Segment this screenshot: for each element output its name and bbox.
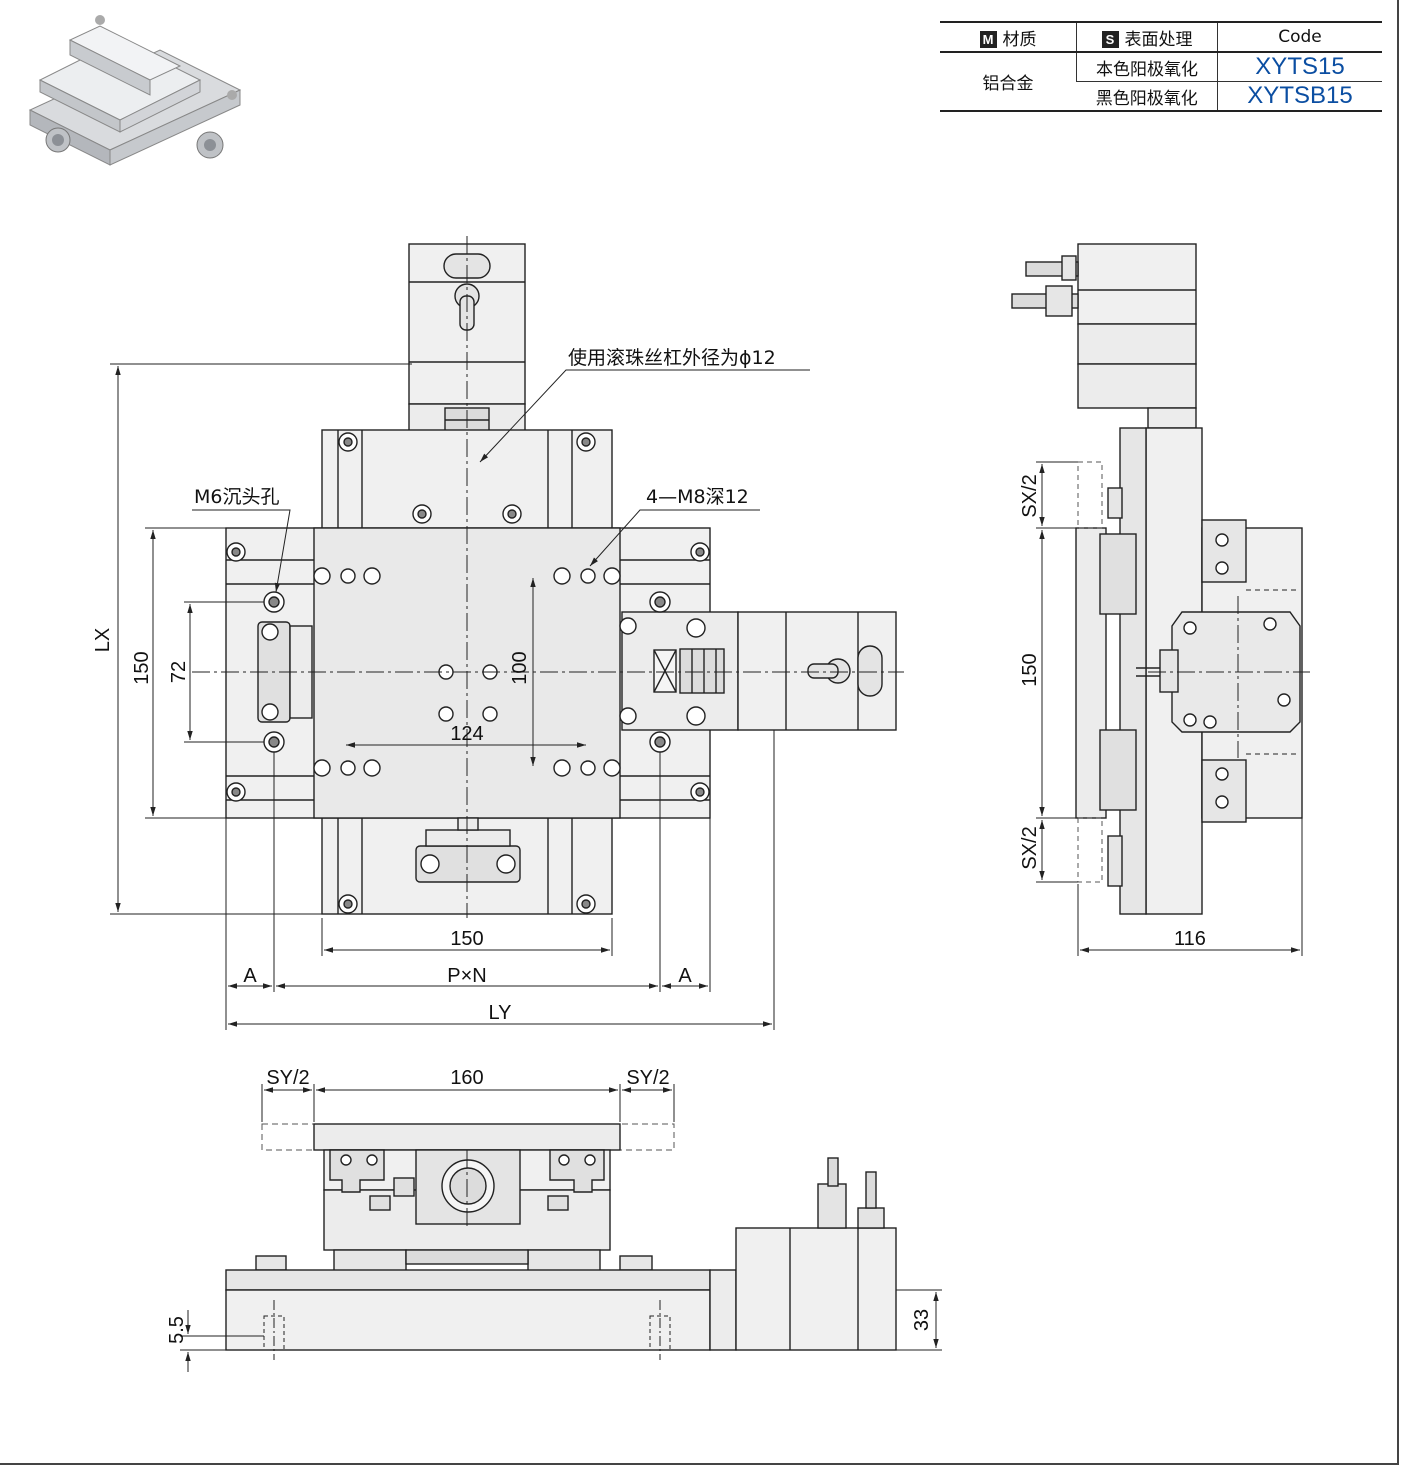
top-view-labels: 使用滚珠丝杠外径为ϕ12 M6沉头孔 4—M8深12 LX 150 72 100… (92, 347, 776, 1024)
header-material-label: 材质 (1002, 29, 1037, 50)
top-view (192, 236, 904, 918)
height-33-dimension: 33 (911, 1309, 933, 1331)
surface-badge-icon: S (1101, 30, 1119, 48)
header-finish: S 表面处理 (1076, 22, 1218, 52)
height-100-dimension: 100 (509, 651, 531, 684)
side-view (1011, 243, 1310, 915)
front-view-labels: SY/2 160 SY/2 5.5 33 (166, 1067, 933, 1344)
code-cell: XYTSB15 (1217, 81, 1382, 111)
spec-row: 黑色阳极氧化 XYTSB15 (940, 81, 1382, 111)
a-left-dimension: A (243, 965, 257, 987)
side-view-dimensions (1036, 461, 1303, 956)
spec-table: M 材质 S 表面处理 Code 铝合金 本色阳极氧化 XYTS15 黑色阳极氧化 … (940, 21, 1382, 112)
header-code: Code (1217, 22, 1382, 52)
ball-screw-callout: 使用滚珠丝杠外径为ϕ12 (568, 347, 776, 369)
header-material: M 材质 (940, 22, 1077, 52)
height-5-5-dimension: 5.5 (166, 1316, 188, 1344)
material-badge-icon: M (979, 30, 997, 48)
side-view-labels: SX/2 150 SX/2 116 (1019, 474, 1206, 950)
product-photo (28, 15, 242, 166)
spec-row: 铝合金 本色阳极氧化 XYTS15 (940, 52, 1382, 94)
spec-header-row: M 材质 S 表面处理 Code (940, 22, 1382, 52)
code-cell: XYTS15 (1217, 52, 1382, 82)
width-160-dimension: 160 (450, 1067, 483, 1089)
sy-right-dimension: SY/2 (626, 1067, 669, 1089)
front-view (225, 1123, 897, 1360)
side-height-150-dimension: 150 (1019, 653, 1041, 686)
finish-cell: 黑色阳极氧化 (1095, 88, 1198, 109)
height-150-dimension: 150 (131, 651, 153, 684)
material-cell: 铝合金 (982, 74, 1034, 94)
tapped-holes-callout: 4—M8深12 (646, 486, 749, 508)
width-124-dimension: 124 (450, 723, 483, 745)
lx-dimension: LX (92, 628, 114, 652)
sy-left-dimension: SY/2 (266, 1067, 309, 1089)
sx-top-dimension: SX/2 (1019, 474, 1041, 517)
a-right-dimension: A (678, 965, 692, 987)
height-72-dimension: 72 (168, 661, 190, 683)
front-view-dimensions (180, 1084, 942, 1372)
counterbore-callout: M6沉头孔 (194, 486, 279, 508)
width-116-dimension: 116 (1174, 928, 1206, 950)
finish-cell: 本色阳极氧化 (1076, 52, 1218, 82)
header-code-label: Code (1278, 27, 1322, 47)
top-view-dimensions (110, 363, 810, 1030)
ly-dimension: LY (489, 1002, 512, 1024)
header-finish-label: 表面处理 (1124, 29, 1193, 50)
pxn-dimension: P×N (447, 965, 486, 987)
sx-bottom-dimension: SX/2 (1019, 826, 1041, 869)
width-150-dimension: 150 (450, 928, 483, 950)
